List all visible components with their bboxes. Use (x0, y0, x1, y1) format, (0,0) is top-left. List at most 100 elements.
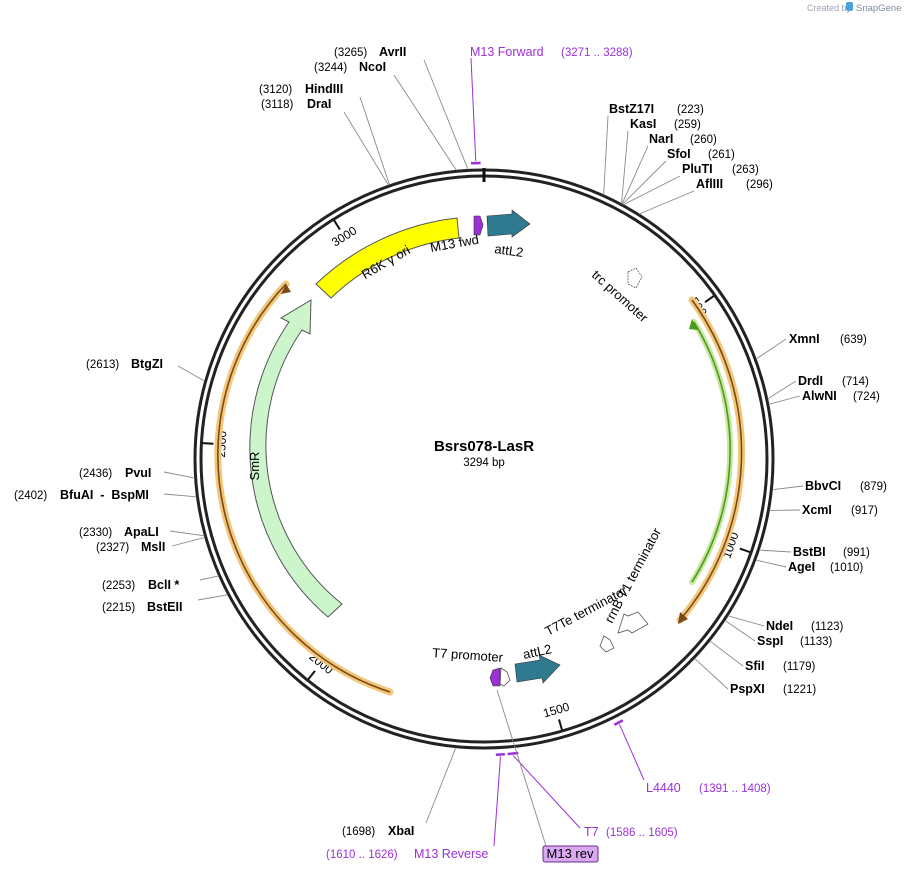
site-nari[interactable]: NarI (649, 132, 673, 146)
site-agei[interactable]: AgeI (788, 560, 815, 574)
m13-rev-label-box[interactable] (542, 845, 599, 863)
plasmid-name: Bsrs078-LasR (434, 438, 534, 455)
site-bstz17i[interactable]: BstZ17I (609, 102, 654, 116)
site-bstbi-pos: (991) (843, 547, 870, 559)
tick-mark (739, 547, 751, 554)
site-sfoi-pos: (261) (708, 149, 735, 161)
primer-m13-forward[interactable]: M13 Forward (470, 45, 544, 59)
primer-l4440[interactable]: L4440 (646, 781, 681, 795)
site-alwni-pos: (724) (853, 391, 880, 403)
site-xbai-pos: (1698) (342, 826, 375, 838)
site-avrii[interactable]: AvrII (379, 45, 406, 59)
site-leader-line (171, 536, 205, 547)
primer-bar[interactable] (613, 719, 624, 726)
smr-feature[interactable] (249, 299, 343, 618)
site-pspxi[interactable]: PspXI (730, 682, 765, 696)
site-pluti-pos: (263) (732, 164, 759, 176)
site-drdi-pos: (714) (842, 376, 869, 388)
site-sspi[interactable]: SspI (757, 634, 783, 648)
site-apali-pos: (2330) (79, 527, 112, 539)
site-nari-pos: (260) (690, 134, 717, 146)
site-leader-line (163, 493, 197, 498)
site-leader-line (603, 115, 609, 195)
site-hindiii[interactable]: HindIII (305, 82, 343, 96)
site-drai[interactable]: DraI (307, 97, 331, 111)
site-alwni[interactable]: AlwNI (802, 389, 837, 403)
primer-m13-reverse[interactable]: M13 Reverse (414, 847, 488, 861)
primer-leader-line (512, 755, 581, 829)
site-bstz17i-pos: (223) (677, 104, 704, 116)
site-sfii[interactable]: SfiI (745, 659, 764, 673)
site-leader-line (621, 145, 649, 205)
t7te-terminator-feature[interactable] (599, 635, 615, 653)
site-btgzi[interactable]: BtgZI (131, 357, 163, 371)
site-afliii[interactable]: AflIII (696, 177, 723, 191)
site-xmni-pos: (639) (840, 334, 867, 346)
primer-t7-range: (1586 .. 1605) (606, 827, 678, 839)
tick-label: 1500 (542, 699, 572, 720)
restriction-site-labels: (3265) AvrII (3244) NcoI (3120) HindIII … (14, 45, 887, 838)
attl2-bottom-label: attL2 (522, 641, 553, 662)
site-leader-line (197, 594, 228, 601)
site-sfoi[interactable]: SfoI (667, 147, 691, 161)
site-kasi[interactable]: KasI (630, 117, 656, 131)
site-leader-line (759, 549, 792, 553)
r6k-ori-feature[interactable] (315, 217, 460, 299)
m13-rev-label: M13 rev (547, 846, 594, 861)
tick-mark (307, 670, 316, 681)
site-pluti[interactable]: PluTI (682, 162, 713, 176)
site-leader-line (755, 338, 787, 360)
m13-rev-feature[interactable] (489, 667, 501, 687)
site-bfuai-pos: (2402) (14, 490, 47, 502)
trc-promoter-feature[interactable] (627, 267, 643, 289)
site-drdi[interactable]: DrdI (798, 374, 823, 388)
site-apali[interactable]: ApaLI (124, 525, 159, 539)
created-by-label: Created by (807, 3, 852, 13)
site-xbai[interactable]: XbaI (388, 824, 414, 838)
snapgene-brand[interactable]: SnapGene (856, 3, 901, 14)
site-pvui-pos: (2436) (79, 468, 112, 480)
site-ndei[interactable]: NdeI (766, 619, 793, 633)
site-bsteii[interactable]: BstEII (147, 600, 182, 614)
t7-promoter-label: T7 promoter (432, 645, 504, 665)
site-xcmi[interactable]: XcmI (802, 503, 832, 517)
site-leader-line (622, 160, 667, 205)
site-hindiii-pos: (3120) (259, 84, 292, 96)
attl2-top-feature[interactable] (486, 209, 531, 238)
attl2-bottom-feature[interactable] (514, 654, 561, 684)
tick-mark (333, 219, 341, 231)
primer-leader-line (493, 756, 501, 847)
site-afliii-pos: (296) (746, 179, 773, 191)
site-leader-line (177, 365, 205, 382)
smr-label: SmR (247, 452, 262, 481)
rrnb-t1-terminator-feature[interactable] (617, 611, 649, 634)
primer-t7[interactable]: T7 (584, 825, 599, 839)
site-xmni[interactable]: XmnI (789, 332, 820, 346)
m13-rev-leader-line (496, 689, 547, 847)
site-ncoi[interactable]: NcoI (359, 60, 386, 74)
site-btgzi-pos: (2613) (86, 359, 119, 371)
primer-l4440-range: (1391 .. 1408) (699, 783, 771, 795)
site-msli[interactable]: MslI (141, 540, 165, 554)
site-bstbi[interactable]: BstBI (793, 545, 826, 559)
site-leader-line (724, 620, 756, 642)
site-bbvci[interactable]: BbvCI (805, 479, 841, 493)
site-leader-line (199, 575, 219, 581)
tick-mark (704, 295, 715, 304)
site-bcli[interactable]: BclI * (148, 578, 179, 592)
site-leader-line (727, 615, 765, 627)
site-bsteii-pos: (2215) (102, 602, 135, 614)
site-drai-pos: (3118) (261, 99, 294, 111)
site-leader-line (393, 74, 457, 171)
site-kasi-pos: (259) (674, 119, 701, 131)
site-bfuai-bspmi[interactable]: BfuAI - BspMI (60, 488, 149, 502)
tick-label: 3000 (329, 223, 359, 249)
site-pvui[interactable]: PvuI (125, 466, 151, 480)
primer-leader-line (470, 57, 477, 162)
m13-fwd-feature[interactable] (473, 215, 484, 236)
primer-labels: M13 Forward (3271 .. 3288) L4440 (1391 .… (326, 45, 771, 861)
site-leader-line (425, 747, 457, 824)
t7-promoter-feature[interactable] (499, 667, 511, 687)
site-sfii-pos: (1179) (783, 661, 816, 673)
